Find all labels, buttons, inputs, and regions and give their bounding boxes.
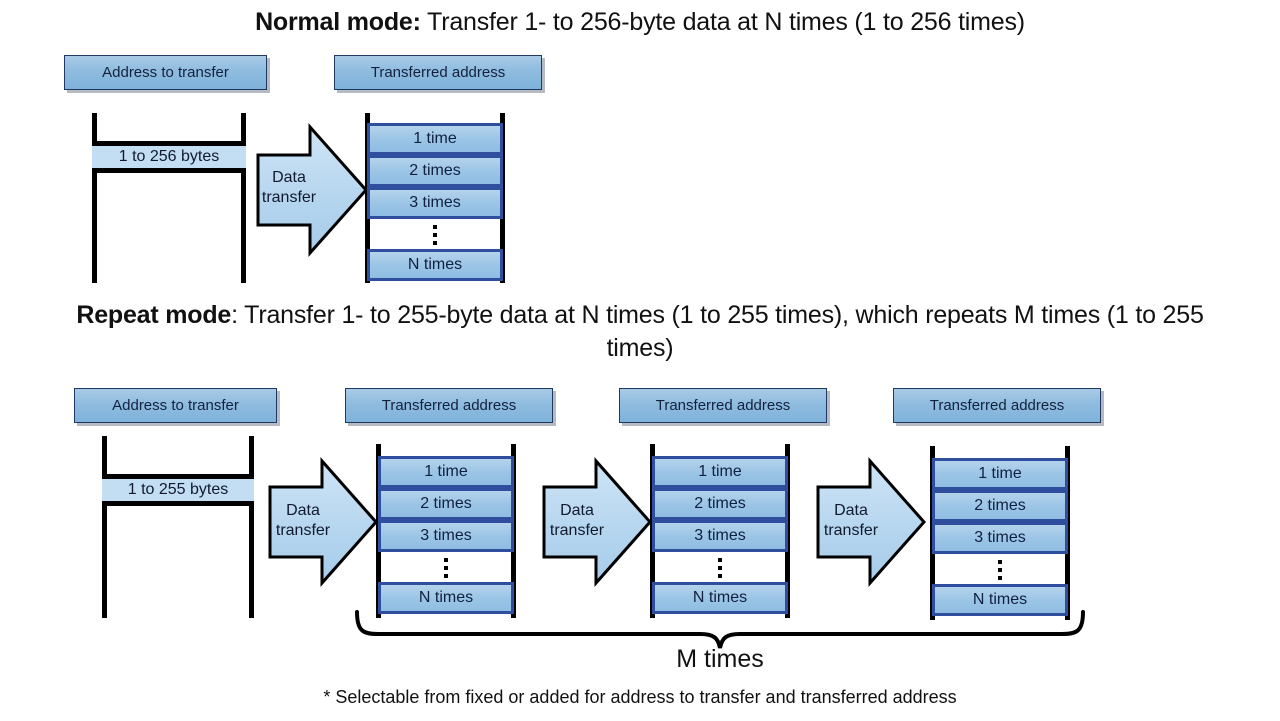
repeat-dest-1-row-2: 2 times	[378, 488, 514, 520]
repeat-dest-1-row-1-label: 1 time	[424, 463, 468, 480]
data-transfer-arrow-normal	[256, 123, 369, 257]
repeat-data-transfer-label-1: Data transfer	[272, 501, 334, 541]
repeat-transferred-address-label-2: Transferred address	[655, 397, 791, 414]
repeat-dest-2-row-1: 1 time	[652, 456, 788, 488]
normal-dest-row-n-label: N times	[407, 256, 463, 273]
repeat-dest-1-row-n-label: N times	[418, 589, 474, 606]
repeat-dest-2-row-2: 2 times	[652, 488, 788, 520]
normal-dest-row-1-label: 1 time	[413, 130, 457, 147]
normal-data-transfer-label: Data transfer	[258, 168, 320, 208]
repeat-data-transfer-1-line2: transfer	[275, 522, 331, 539]
repeat-dest-2-row-2-label: 2 times	[694, 495, 746, 512]
repeat-data-transfer-2-line2: transfer	[549, 522, 605, 539]
repeat-dest-3-row-2: 2 times	[932, 490, 1068, 522]
repeat-destination-stack-2: 1 time 2 times 3 times N times	[650, 444, 790, 618]
normal-transferred-address-title: Transferred address	[334, 55, 542, 90]
m-times-label: M times	[620, 645, 820, 674]
repeat-destination-stack-1: 1 time 2 times 3 times N times	[376, 444, 516, 618]
repeat-data-transfer-label-2: Data transfer	[546, 501, 608, 541]
repeat-transferred-address-label-1: Transferred address	[381, 397, 517, 414]
repeat-dest-3-row-gap	[935, 554, 1065, 586]
repeat-dest-3-row-1-label: 1 time	[978, 465, 1022, 482]
footnote-text: * Selectable from fixed or added for add…	[323, 687, 957, 707]
m-times-brace	[355, 610, 1085, 649]
normal-mode-heading-rest: Transfer 1- to 256-byte data at N times …	[420, 8, 1025, 36]
repeat-dest-3-row-2-label: 2 times	[974, 497, 1026, 514]
repeat-dest-3-row-3-label: 3 times	[974, 529, 1026, 546]
repeat-mode-heading: Repeat mode: Transfer 1- to 255-byte dat…	[60, 299, 1220, 365]
repeat-byte-band-label: 1 to 255 bytes	[127, 481, 229, 498]
repeat-source-rail-right	[249, 436, 254, 618]
repeat-address-to-transfer-title: Address to transfer	[74, 388, 277, 423]
repeat-dest-3-row-3: 3 times	[932, 522, 1068, 554]
normal-data-transfer-line1: Data	[272, 169, 306, 186]
repeat-destination-stack-3: 1 time 2 times 3 times N times	[930, 446, 1070, 620]
repeat-dest-1-row-2-label: 2 times	[420, 495, 472, 512]
repeat-dest-1-row-3: 3 times	[378, 520, 514, 552]
repeat-dest-1-row-n: N times	[378, 582, 514, 614]
repeat-dest-2-row-1-label: 1 time	[698, 463, 742, 480]
repeat-data-transfer-2-line1: Data	[560, 502, 594, 519]
data-transfer-arrow-repeat-3	[816, 457, 927, 587]
repeat-data-transfer-3-line1: Data	[834, 502, 868, 519]
normal-dest-row-n: N times	[367, 249, 503, 281]
repeat-data-transfer-1-line1: Data	[286, 502, 320, 519]
repeat-data-transfer-3-line2: transfer	[823, 522, 879, 539]
repeat-dest-2-row-n-label: N times	[692, 589, 748, 606]
footnote: * Selectable from fixed or added for add…	[0, 687, 1280, 708]
normal-data-transfer-line2: transfer	[261, 189, 317, 206]
repeat-dest-2-row-n: N times	[652, 582, 788, 614]
repeat-byte-band: 1 to 255 bytes	[102, 474, 254, 506]
repeat-transferred-address-title-1: Transferred address	[345, 388, 553, 423]
normal-address-to-transfer-label: Address to transfer	[102, 64, 229, 81]
vertical-ellipsis-icon	[444, 558, 448, 578]
normal-mode-heading: Normal mode: Transfer 1- to 256-byte dat…	[0, 6, 1280, 39]
repeat-dest-2-row-3: 3 times	[652, 520, 788, 552]
repeat-transferred-address-title-2: Transferred address	[619, 388, 827, 423]
vertical-ellipsis-icon	[998, 560, 1002, 580]
repeat-dest-2-row-gap	[655, 552, 785, 584]
normal-dest-row-1: 1 time	[367, 123, 503, 155]
normal-transferred-address-label: Transferred address	[370, 64, 506, 81]
repeat-dest-1-row-gap	[381, 552, 511, 584]
repeat-transferred-address-title-3: Transferred address	[893, 388, 1101, 423]
vertical-ellipsis-icon	[433, 225, 437, 245]
normal-byte-band-label: 1 to 256 bytes	[118, 148, 220, 165]
normal-dest-row-3: 3 times	[367, 187, 503, 219]
repeat-mode-heading-rest: : Transfer 1- to 255-byte data at N time…	[231, 301, 1204, 362]
m-times-text: M times	[676, 645, 764, 673]
repeat-source-rail-left	[102, 436, 107, 618]
normal-dest-row-gap	[370, 219, 500, 251]
normal-source-rail-right	[241, 113, 246, 283]
repeat-dest-1-row-3-label: 3 times	[420, 527, 472, 544]
normal-dest-row-2-label: 2 times	[409, 162, 461, 179]
repeat-dest-2-row-3-label: 3 times	[694, 527, 746, 544]
data-transfer-arrow-repeat-2	[542, 457, 653, 587]
vertical-ellipsis-icon	[718, 558, 722, 578]
normal-destination-stack: 1 time 2 times 3 times N times	[365, 113, 505, 283]
normal-source-rail-left	[92, 113, 97, 283]
data-transfer-arrow-repeat-1	[268, 457, 379, 587]
normal-dest-row-3-label: 3 times	[409, 194, 461, 211]
normal-mode-heading-strong: Normal mode:	[255, 8, 421, 36]
repeat-dest-3-row-1: 1 time	[932, 458, 1068, 490]
repeat-address-to-transfer-label: Address to transfer	[112, 397, 239, 414]
repeat-dest-3-row-n: N times	[932, 584, 1068, 616]
normal-byte-band: 1 to 256 bytes	[92, 141, 246, 173]
normal-dest-row-2: 2 times	[367, 155, 503, 187]
normal-address-to-transfer-title: Address to transfer	[64, 55, 267, 90]
repeat-transferred-address-label-3: Transferred address	[929, 397, 1065, 414]
repeat-mode-heading-strong: Repeat mode	[76, 301, 232, 329]
repeat-data-transfer-label-3: Data transfer	[820, 501, 882, 541]
repeat-dest-1-row-1: 1 time	[378, 456, 514, 488]
repeat-dest-3-row-n-label: N times	[972, 591, 1028, 608]
